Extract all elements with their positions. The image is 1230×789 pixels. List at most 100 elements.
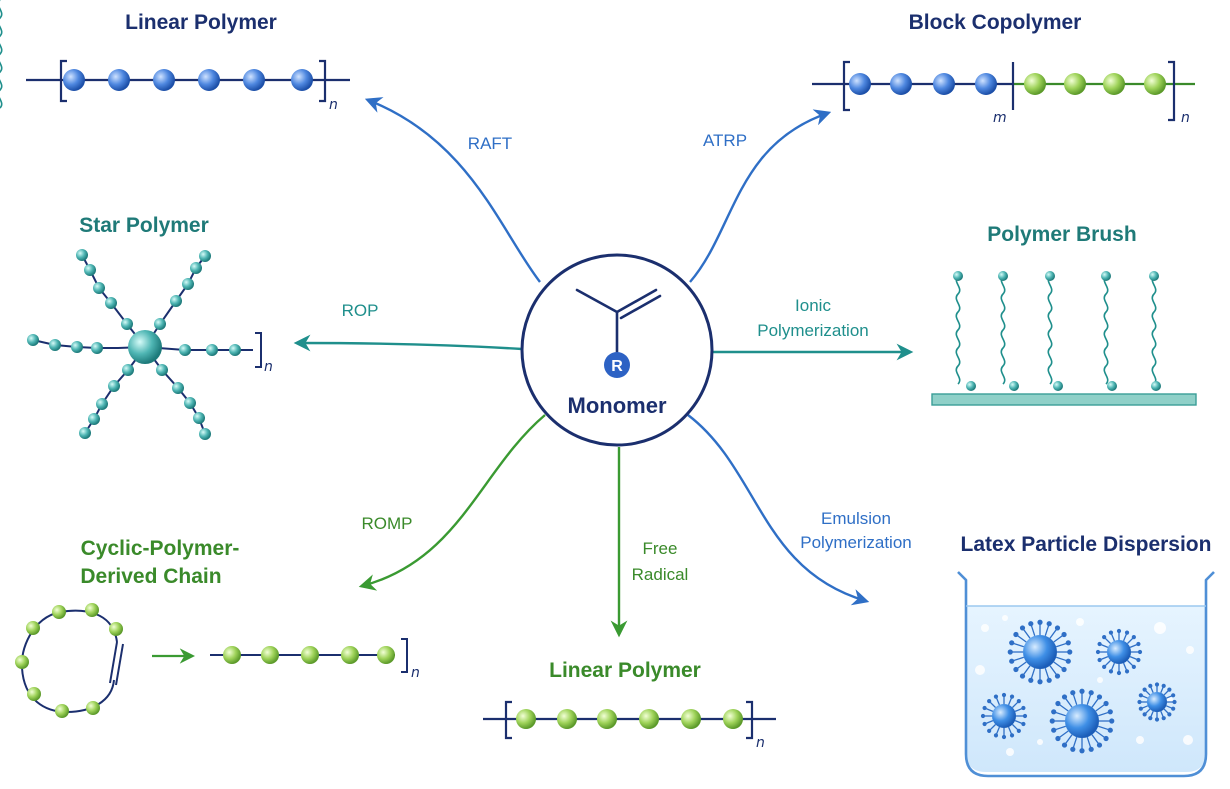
bead <box>108 380 120 392</box>
latex-particle <box>1137 682 1177 722</box>
bead <box>998 271 1008 281</box>
bead <box>933 73 955 95</box>
bead <box>1107 381 1117 391</box>
bead <box>1053 381 1063 391</box>
atrp-arrow <box>689 109 832 283</box>
emulsion-label-line1: Emulsion <box>821 509 891 528</box>
cyclic-title-line1: Cyclic-Polymer- <box>81 537 240 560</box>
block-b-beads <box>1024 73 1166 95</box>
bead <box>184 397 196 409</box>
subscript-m: m <box>993 110 1007 126</box>
bead <box>179 344 191 356</box>
block-a-beads <box>849 73 997 95</box>
bead <box>49 339 61 351</box>
linear-polymer-bottom-title: Linear Polymer <box>549 659 701 682</box>
latex-title: Latex Particle Dispersion <box>961 533 1212 556</box>
bead <box>975 73 997 95</box>
bead <box>122 364 134 376</box>
bead <box>193 412 205 424</box>
bead <box>199 250 211 262</box>
latex-particle <box>1007 619 1073 685</box>
bead <box>1149 271 1159 281</box>
bead <box>516 709 536 729</box>
bead <box>27 334 39 346</box>
bead <box>182 278 194 290</box>
bead <box>199 428 211 440</box>
bracket-left <box>504 700 512 740</box>
subscript-n: n <box>411 665 420 681</box>
romp-label: ROMP <box>362 514 413 533</box>
bead <box>1024 73 1046 95</box>
brush-end-beads <box>953 271 1161 391</box>
free-radical-label-line1: Free <box>643 539 678 558</box>
bracket-right <box>746 700 754 740</box>
monomer-label: Monomer <box>568 393 667 418</box>
rop-arrow <box>293 334 523 352</box>
bead <box>1045 271 1055 281</box>
bead <box>1151 381 1161 391</box>
bracket-right <box>1168 60 1176 122</box>
bead <box>105 297 117 309</box>
star-arm-beads <box>27 249 241 440</box>
bead <box>1009 381 1019 391</box>
ionic-label-line1: Ionic <box>795 296 831 315</box>
bead <box>121 318 133 330</box>
bead <box>154 318 166 330</box>
bead <box>1064 73 1086 95</box>
bracket-left <box>842 60 850 112</box>
bead <box>557 709 577 729</box>
monomer-node: R Monomer <box>520 253 714 447</box>
bead <box>63 69 85 91</box>
bead <box>27 687 41 701</box>
bead <box>109 622 123 636</box>
cyclic-polymer-derived-chain: Cyclic-Polymer- Derived Chain n <box>15 537 420 718</box>
bead <box>223 646 241 664</box>
bead <box>301 646 319 664</box>
bead <box>15 655 29 669</box>
vinyl-structure-icon <box>575 288 662 354</box>
raft-arrow <box>364 97 541 283</box>
bead <box>108 69 130 91</box>
subscript-n: n <box>264 359 273 375</box>
latex-particle <box>980 692 1028 740</box>
bead <box>261 646 279 664</box>
star-polymer-title: Star Polymer <box>79 214 209 237</box>
raft-label: RAFT <box>468 134 512 153</box>
linear-polymer-top: Linear Polymer n <box>26 11 350 113</box>
bead <box>96 398 108 410</box>
bracket-right <box>255 332 262 368</box>
bead <box>85 603 99 617</box>
ionic-label-line2: Polymerization <box>757 321 869 340</box>
polymer-brush-title: Polymer Brush <box>987 223 1136 246</box>
latex-particle-dispersion: Latex Particle Dispersion <box>957 533 1215 778</box>
latex-particles <box>980 619 1177 754</box>
block-copolymer-title: Block Copolymer <box>909 11 1082 34</box>
beaker-icon <box>957 571 1215 778</box>
bead <box>91 342 103 354</box>
bead <box>681 709 701 729</box>
bead <box>890 73 912 95</box>
star-core <box>128 330 162 364</box>
bead <box>243 69 265 91</box>
linear-polymer-bottom: Linear Polymer n <box>483 659 776 751</box>
bead <box>1103 73 1125 95</box>
romp-arrow <box>358 414 546 591</box>
bead <box>377 646 395 664</box>
subscript-n: n <box>1181 110 1190 126</box>
bead <box>76 249 88 261</box>
emulsion-label-line2: Polymerization <box>800 533 912 552</box>
linear-polymer-top-title: Linear Polymer <box>125 11 277 34</box>
bead <box>966 381 976 391</box>
bead <box>1144 73 1166 95</box>
bead <box>170 295 182 307</box>
block-copolymer: Block Copolymer m n <box>812 11 1195 126</box>
bead <box>190 262 202 274</box>
bead <box>79 427 91 439</box>
bead <box>26 621 40 635</box>
brush-substrate <box>931 393 1197 406</box>
bead <box>156 364 168 376</box>
bead <box>206 344 218 356</box>
monomer-beads <box>63 69 313 91</box>
subscript-n: n <box>329 97 338 113</box>
